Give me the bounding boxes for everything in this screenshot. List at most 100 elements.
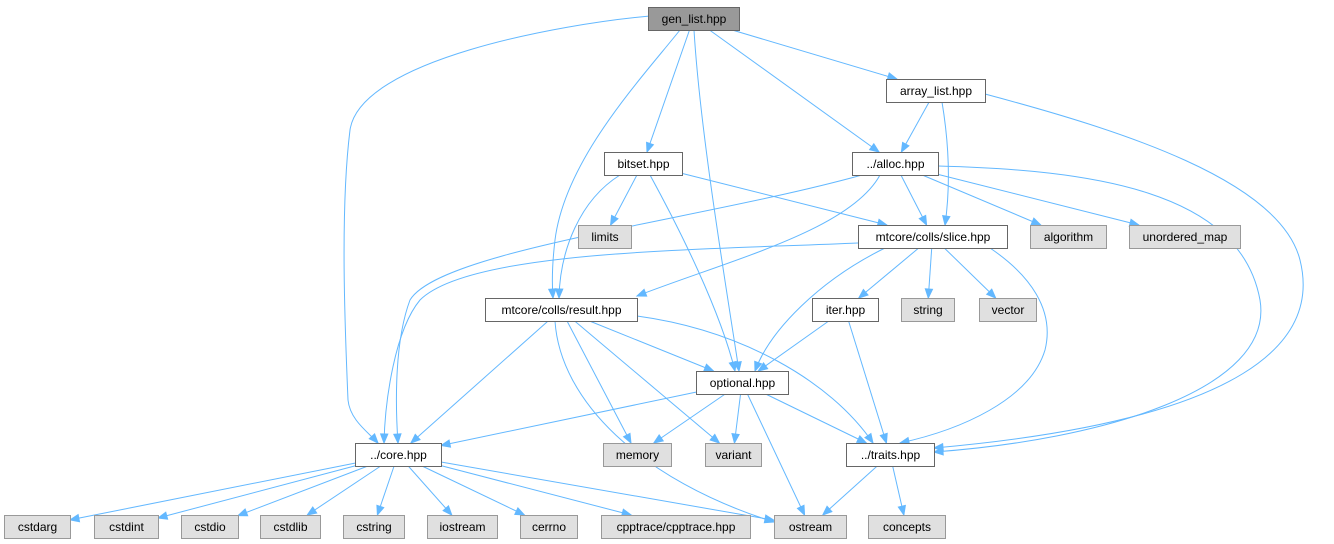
edge-core-to-cstdint: [156, 465, 356, 520]
node-cstring[interactable]: cstring: [343, 515, 405, 539]
edge-alloc-to-traits: [932, 165, 1262, 456]
edge-line: [343, 15, 651, 444]
edge-gen_list-to-array_list: [732, 29, 899, 81]
edge-slice-to-string: [924, 247, 934, 300]
node-array-list[interactable]: array_list.hpp: [886, 79, 986, 103]
edge-core-to-cstdarg: [68, 462, 356, 523]
edge-arrowhead: [796, 504, 806, 517]
edge-line: [306, 465, 382, 516]
node-slice[interactable]: mtcore/colls/slice.hpp: [858, 225, 1008, 249]
edge-bitset-to-limits: [609, 174, 638, 227]
edge-arrowhead: [918, 214, 928, 227]
edge-arrowhead: [635, 288, 648, 297]
node-cerrno[interactable]: cerrno: [520, 515, 578, 539]
node-iostream[interactable]: iostream: [427, 515, 498, 539]
node-label: limits: [591, 230, 618, 244]
node-gen-list[interactable]: gen_list.hpp: [648, 7, 740, 31]
edge-bitset-to-result: [554, 174, 621, 300]
edge-line: [941, 101, 949, 226]
node-box: [94, 515, 159, 539]
node-cstdio[interactable]: cstdio: [181, 515, 239, 539]
edge-arrowhead: [985, 288, 997, 299]
node-core[interactable]: ../core.hpp: [355, 443, 442, 467]
node-box: [901, 298, 955, 322]
node-box: [601, 515, 751, 539]
node-concepts[interactable]: concepts: [868, 515, 946, 539]
edge-arrowhead: [900, 141, 910, 154]
edge-arrowhead: [379, 433, 389, 445]
edge-core-to-cstdlib: [306, 465, 382, 516]
node-memory[interactable]: memory: [603, 443, 672, 467]
edge-arrowhead: [868, 142, 881, 153]
edge-line: [937, 173, 1140, 226]
node-label: cstdarg: [18, 520, 57, 534]
edge-arrowhead: [855, 434, 868, 444]
edge-line: [922, 174, 1041, 226]
node-iter[interactable]: iter.hpp: [812, 298, 879, 322]
node-string[interactable]: string: [901, 298, 955, 322]
node-cpptrace[interactable]: cpptrace/cpptrace.hpp: [601, 515, 751, 539]
node-traits[interactable]: ../traits.hpp: [846, 443, 935, 467]
node-variant[interactable]: variant: [705, 443, 762, 467]
edge-line: [421, 465, 525, 516]
node-optional[interactable]: optional.hpp: [696, 371, 789, 395]
node-bitset[interactable]: bitset.hpp: [604, 152, 683, 176]
edge-line: [709, 29, 880, 153]
node-alloc[interactable]: ../alloc.hpp: [852, 152, 939, 176]
edge-traits-to-ostream: [821, 465, 878, 516]
node-label: array_list.hpp: [900, 84, 972, 98]
edge-arrowhead: [857, 288, 869, 299]
edge-slice-to-optional: [754, 247, 886, 373]
node-box: [4, 515, 71, 539]
node-cstdarg[interactable]: cstdarg: [4, 515, 71, 539]
edge-alloc-to-core: [393, 174, 863, 445]
edge-traits-to-concepts: [892, 465, 906, 517]
edge-optional-to-ostream: [746, 393, 806, 517]
node-cstdint[interactable]: cstdint: [94, 515, 159, 539]
edge-array_list-to-traits: [932, 93, 1304, 452]
edge-arrowhead: [703, 363, 715, 372]
edge-arrowhead: [439, 439, 452, 448]
edge-arrowhead: [728, 360, 737, 373]
node-unordered-map[interactable]: unordered_map: [1129, 225, 1241, 249]
node-result[interactable]: mtcore/colls/result.hpp: [485, 298, 638, 322]
edge-arrowhead: [156, 511, 169, 520]
node-algorithm[interactable]: algorithm: [1030, 225, 1107, 249]
node-vector[interactable]: vector: [979, 298, 1037, 322]
edge-arrowhead: [393, 433, 402, 445]
edge-optional-to-traits: [765, 393, 868, 444]
edge-line: [646, 29, 690, 153]
node-box: [260, 515, 321, 539]
edge-arrowhead: [864, 432, 874, 445]
node-box: [852, 152, 939, 176]
edge-optional-to-variant: [731, 393, 742, 445]
edge-line: [589, 320, 714, 372]
edge-arrowhead: [306, 506, 318, 516]
edge-arrowhead: [731, 433, 740, 445]
node-label: mtcore/colls/slice.hpp: [876, 230, 991, 244]
node-label: iter.hpp: [826, 303, 866, 317]
node-limits[interactable]: limits: [578, 225, 632, 249]
edge-line: [554, 320, 775, 523]
node-cstdlib[interactable]: cstdlib: [260, 515, 321, 539]
node-box: [868, 515, 946, 539]
node-ostream[interactable]: ostream: [774, 515, 847, 539]
edge-line: [551, 29, 681, 299]
edge-slice-to-iter: [857, 247, 920, 299]
edge-line: [858, 247, 920, 299]
edge-alloc-to-unordered_map: [937, 173, 1141, 227]
edge-arrowhead: [554, 288, 564, 300]
node-box: [1129, 225, 1241, 249]
node-box: [520, 515, 578, 539]
node-label: ../core.hpp: [370, 448, 427, 462]
edge-result-to-core: [409, 320, 549, 444]
node-label: iostream: [439, 520, 485, 534]
edge-line: [848, 320, 887, 444]
node-label: ../alloc.hpp: [866, 157, 924, 171]
node-label: concepts: [883, 520, 931, 534]
edge-line: [653, 393, 726, 444]
edge-arrowhead: [547, 288, 557, 300]
edge-gen_list-to-bitset: [646, 29, 690, 154]
edge-alloc-to-algorithm: [922, 174, 1042, 226]
edge-line: [822, 465, 878, 516]
